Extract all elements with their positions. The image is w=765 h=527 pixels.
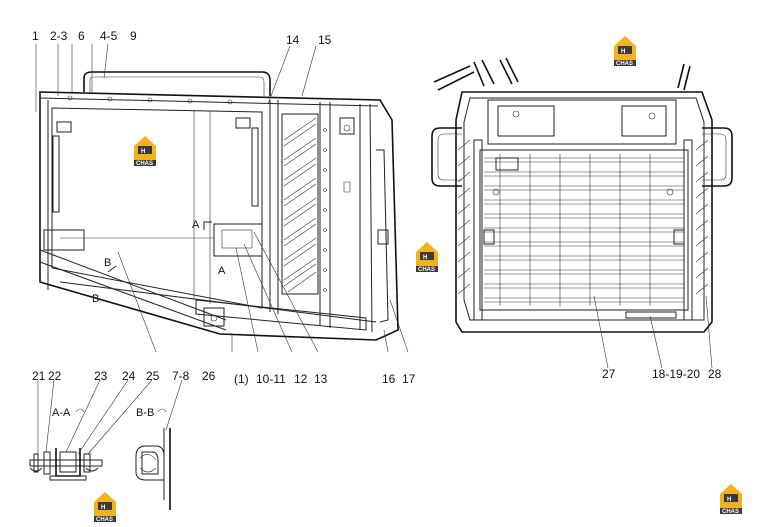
svg-text:CHAS: CHAS xyxy=(136,161,153,167)
section-b-b: B-B xyxy=(136,407,154,419)
svg-text:H: H xyxy=(727,497,731,503)
section-mark-a-bottom: A xyxy=(218,265,226,277)
label-23: 23 xyxy=(94,369,108,383)
section-mark-a-top: A xyxy=(192,219,200,231)
svg-text:CHAS: CHAS xyxy=(616,61,633,67)
svg-text:H: H xyxy=(621,49,625,55)
svg-text:CHAS: CHAS xyxy=(96,517,113,523)
section-mark-b-top: B xyxy=(104,257,111,269)
label-22: 22 xyxy=(48,369,62,383)
label-13: 13 xyxy=(314,372,328,386)
watermark-logo: H CHAS xyxy=(416,242,438,273)
label-1: 1 xyxy=(32,29,39,43)
label-12: 12 xyxy=(294,372,308,386)
post-holes xyxy=(323,128,327,292)
front-view xyxy=(431,57,733,369)
svg-text:CHAS: CHAS xyxy=(418,267,435,273)
detail-b-b xyxy=(135,379,183,510)
part-labels: 1 2-3 6 4-5 9 14 15 (1) 10-11 12 13 16 1… xyxy=(32,29,722,386)
grille xyxy=(479,149,689,311)
label-18-19-20: 18-19-20 xyxy=(652,367,700,381)
label-15: 15 xyxy=(318,33,332,47)
watermark-logo: H CHAS xyxy=(614,36,636,67)
label-6: 6 xyxy=(78,29,85,43)
section-a-a: A-A xyxy=(52,407,71,419)
label-26: 26 xyxy=(202,369,216,383)
svg-text:H: H xyxy=(101,505,105,511)
label-25: 25 xyxy=(146,369,160,383)
label-9: 9 xyxy=(130,29,137,43)
watermark-logo: H CHAS xyxy=(720,484,742,515)
label-4-5: 4-5 xyxy=(100,29,118,43)
leader-lines xyxy=(35,43,409,353)
detail-a-a xyxy=(29,379,153,481)
label-2-3: 2-3 xyxy=(50,29,68,43)
label-7-8: 7-8 xyxy=(172,369,190,383)
label-21: 21 xyxy=(32,369,46,383)
label-24: 24 xyxy=(122,369,136,383)
side-view xyxy=(35,43,409,353)
section-mark-b-bottom: B xyxy=(92,293,99,305)
section-labels: A-A B-B A A B B xyxy=(52,219,226,419)
top-bolts xyxy=(67,95,233,105)
svg-text:H: H xyxy=(423,255,427,261)
svg-text:H: H xyxy=(141,149,145,155)
label-27: 27 xyxy=(602,367,616,381)
label-17: 17 xyxy=(402,372,416,386)
watermark-logo: H CHAS xyxy=(134,136,156,167)
label-1-paren: (1) xyxy=(234,372,249,386)
svg-text:CHAS: CHAS xyxy=(722,509,739,515)
label-28: 28 xyxy=(708,367,722,381)
label-10-11: 10-11 xyxy=(256,372,286,386)
side-hatching xyxy=(457,139,709,295)
vent-hatching xyxy=(283,117,317,293)
label-14: 14 xyxy=(286,33,300,47)
label-16: 16 xyxy=(382,372,396,386)
watermark-logo: H CHAS xyxy=(94,492,116,523)
